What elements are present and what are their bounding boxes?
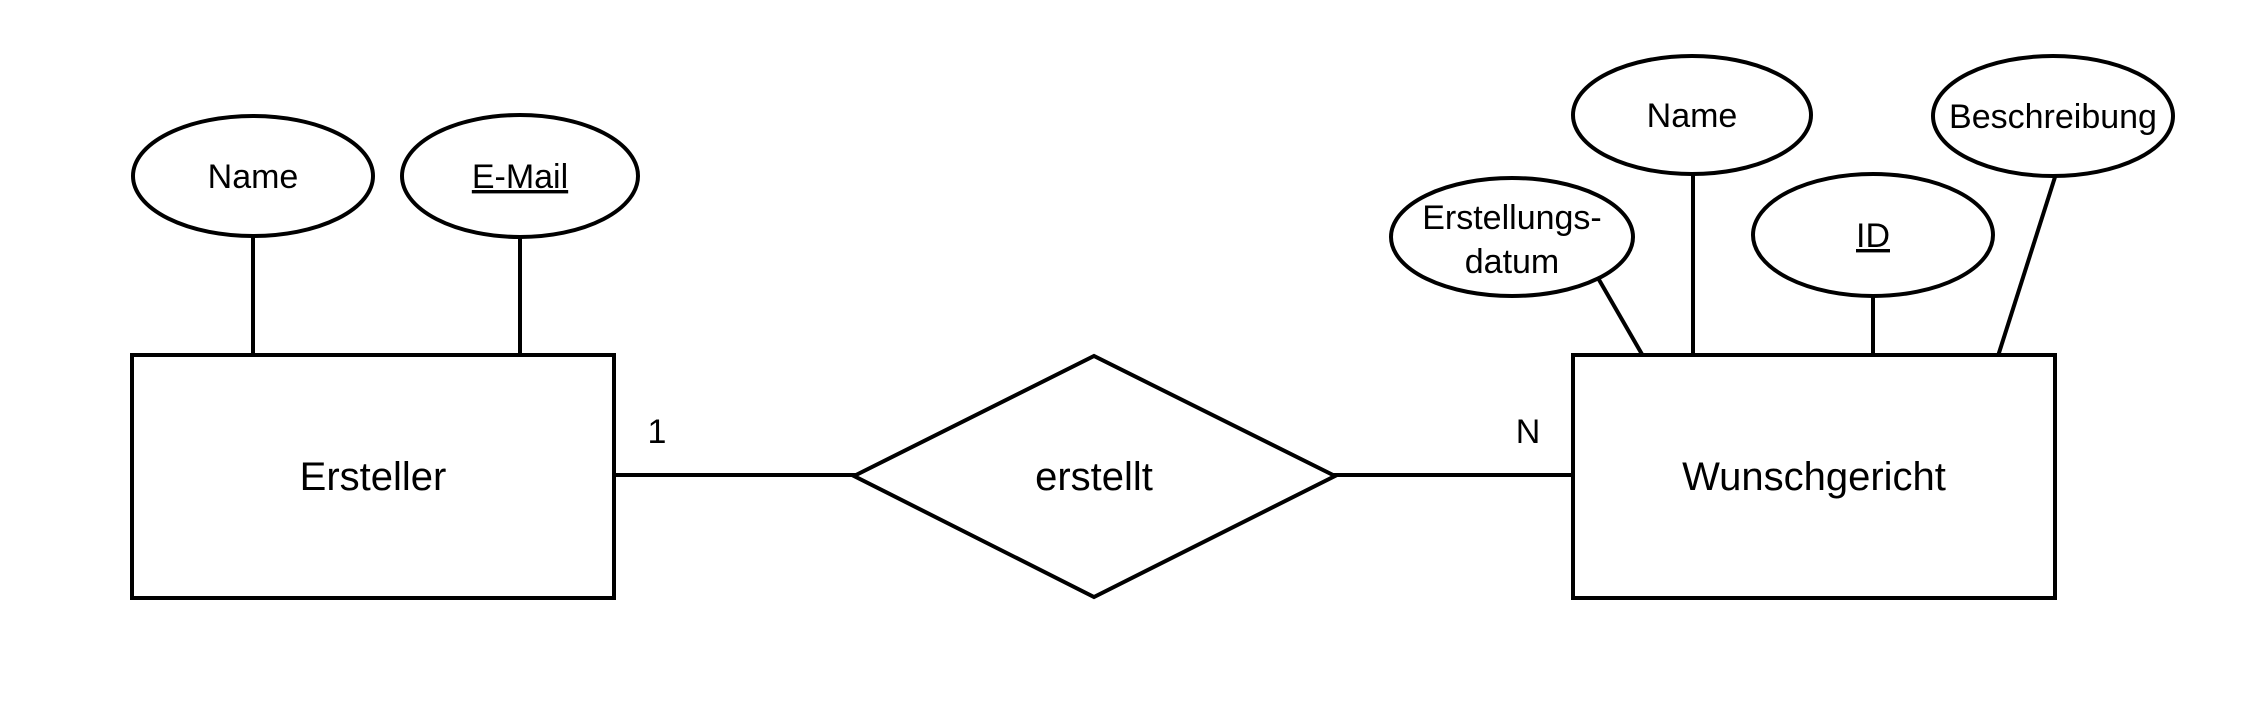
relationship-erstellt-label: erstellt	[1035, 455, 1153, 499]
attribute-wunschgericht-name-ellipse	[1571, 54, 1813, 176]
attribute-wunschgericht-name-label: Name	[1647, 97, 1738, 135]
relationship-erstellt-diamond	[849, 353, 1340, 600]
attribute-ersteller-name-ellipse	[131, 114, 375, 238]
attribute-wunschgericht-id-label: ID	[1856, 217, 1890, 255]
attribute-wunschgericht-erstellungsdatum-ellipse	[1389, 176, 1635, 298]
connector-wunschgericht-beschreibung	[1996, 176, 2057, 357]
entity-ersteller-label: Ersteller	[300, 455, 447, 499]
cardinality-left: 1	[648, 413, 667, 451]
attribute-ersteller-email-ellipse	[400, 113, 640, 239]
entity-wunschgericht-label: Wunschgericht	[1682, 455, 1946, 499]
attribute-wunschgericht-erstellungsdatum-label-line1: Erstellungs-	[1422, 199, 1602, 237]
attribute-ersteller-name-label: Name	[208, 158, 299, 196]
cardinality-right: N	[1516, 413, 1541, 451]
entity-ersteller	[130, 353, 616, 600]
attribute-wunschgericht-erstellungsdatum-label-line2: datum	[1465, 243, 1560, 281]
attribute-wunschgericht-beschreibung-ellipse	[1931, 54, 2175, 178]
attribute-wunschgericht-beschreibung-label: Beschreibung	[1949, 98, 2157, 136]
attribute-ersteller-email-label: E-Mail	[472, 158, 568, 196]
entity-wunschgericht	[1571, 353, 2057, 600]
connector-wunschgericht-erstellungsdatum	[1596, 277, 1645, 357]
attribute-wunschgericht-id-ellipse	[1751, 172, 1995, 298]
